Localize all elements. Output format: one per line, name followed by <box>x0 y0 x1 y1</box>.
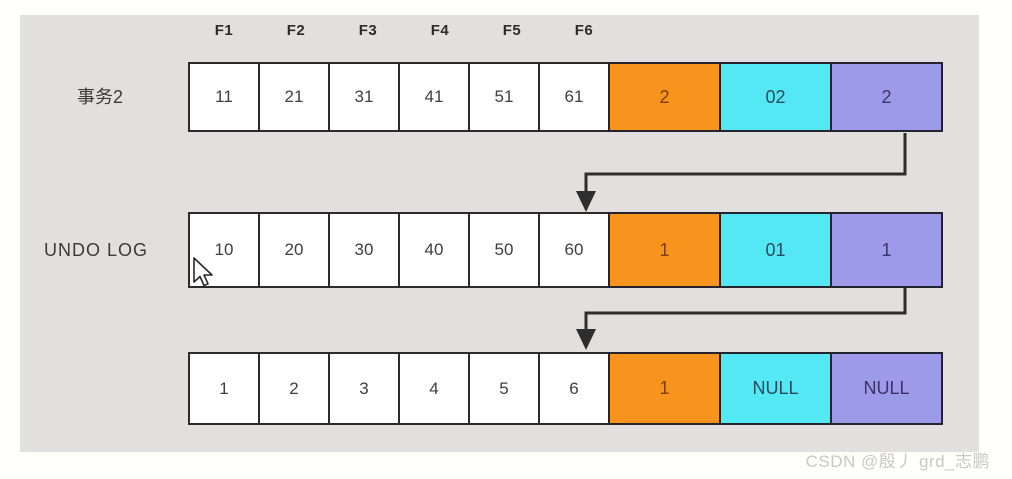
column-header-f1: F1 <box>214 22 234 39</box>
cell-orange: 1 <box>608 212 721 288</box>
row-label-0: 事务2 <box>76 87 123 107</box>
cell-white: 3 <box>328 352 400 425</box>
cell-white: 20 <box>258 212 330 288</box>
cell-white: 2 <box>258 352 330 425</box>
cell-white: 40 <box>398 212 470 288</box>
cell-white: 41 <box>398 62 470 132</box>
column-header-f6: F6 <box>574 22 594 39</box>
column-headers: F1 F2 F3 F4 F5 F6 <box>188 22 620 39</box>
cell-purple: 1 <box>830 212 943 288</box>
cell-white: 21 <box>258 62 330 132</box>
cell-orange: 1 <box>608 352 721 425</box>
cell-white: 5 <box>468 352 540 425</box>
column-header-f4: F4 <box>430 22 450 39</box>
cell-white: 60 <box>538 212 610 288</box>
cell-white: 10 <box>188 212 260 288</box>
cell-white: 31 <box>328 62 400 132</box>
cell-cyan: NULL <box>719 352 832 425</box>
cell-cyan: 02 <box>719 62 832 132</box>
cell-purple: NULL <box>830 352 943 425</box>
cell-cyan: 01 <box>719 212 832 288</box>
cell-purple: 2 <box>830 62 943 132</box>
cell-white: 4 <box>398 352 470 425</box>
cell-white: 1 <box>188 352 260 425</box>
column-header-f2: F2 <box>286 22 306 39</box>
column-header-f3: F3 <box>358 22 378 39</box>
cell-white: 6 <box>538 352 610 425</box>
cell-white: 50 <box>468 212 540 288</box>
cell-white: 30 <box>328 212 400 288</box>
cell-orange: 2 <box>608 62 721 132</box>
cell-white: 11 <box>188 62 260 132</box>
watermark: CSDN @殷丿 grd_志鹏 <box>805 452 990 471</box>
row-label-1: UNDO LOG <box>43 240 148 260</box>
cell-white: 61 <box>538 62 610 132</box>
column-header-f5: F5 <box>502 22 522 39</box>
cell-white: 51 <box>468 62 540 132</box>
